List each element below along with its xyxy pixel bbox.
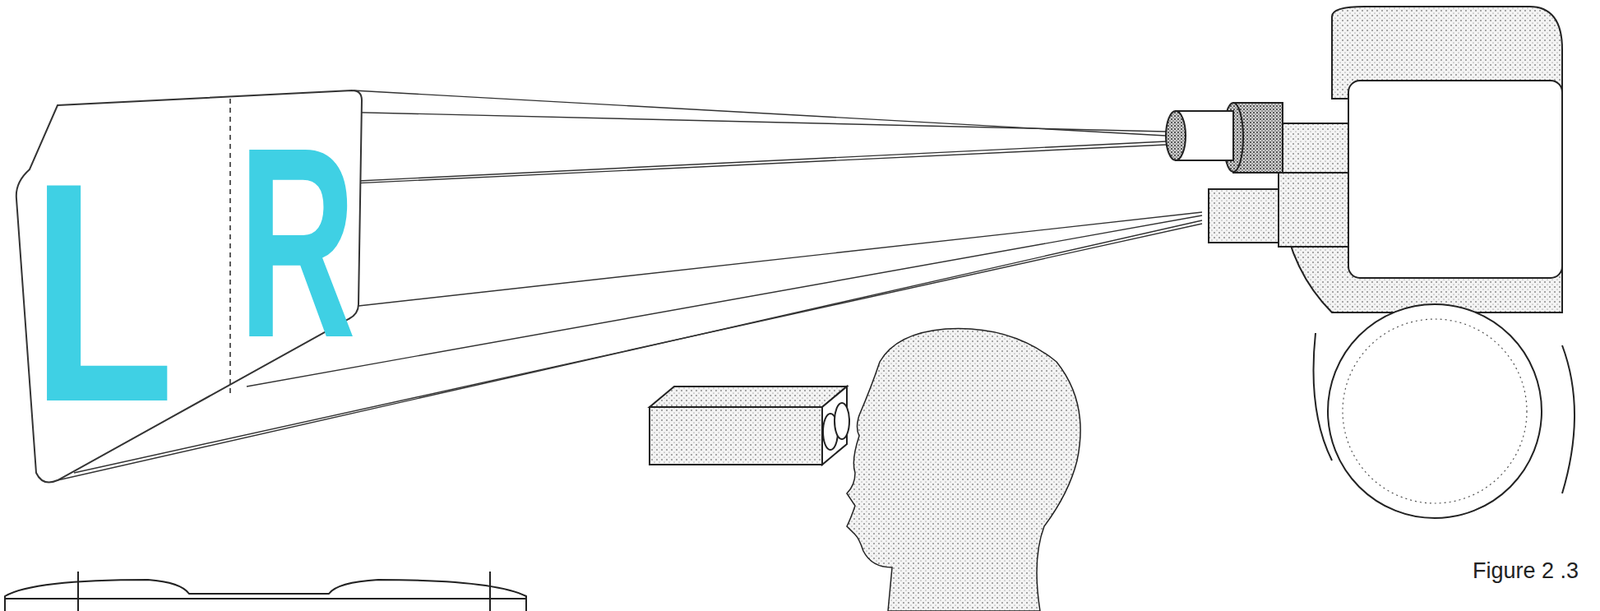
figure-caption: Figure 2 .3 <box>1472 559 1579 583</box>
stereo-projector <box>1165 6 1575 518</box>
viewer-section-drawing <box>4 571 527 611</box>
viewer-head <box>846 328 1081 611</box>
screen-letter: R <box>238 106 357 379</box>
projection-screen <box>16 90 362 483</box>
stereo-viewer <box>649 386 850 465</box>
screen-divider <box>229 98 232 394</box>
screen-letter: L <box>31 136 175 449</box>
